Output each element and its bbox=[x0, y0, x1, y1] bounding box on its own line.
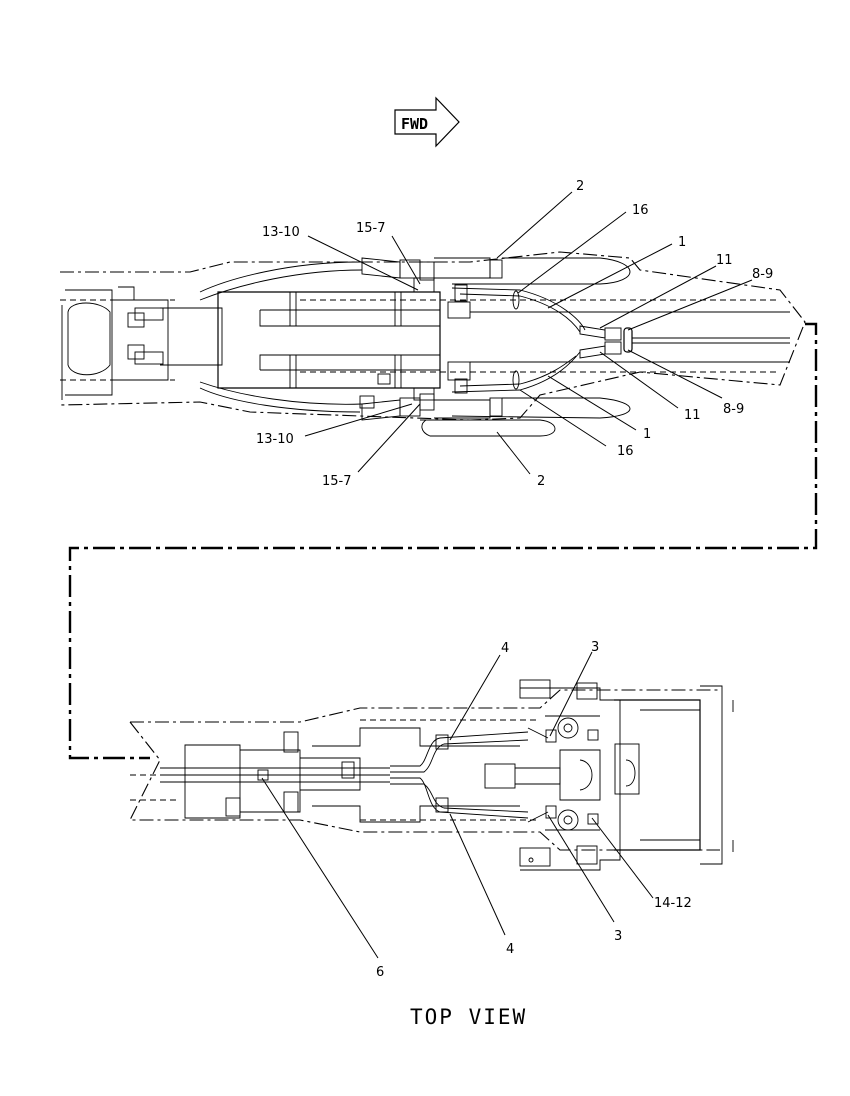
callout-3-top: 3 bbox=[591, 640, 599, 655]
callout-8-9-bottom: 8-9 bbox=[723, 402, 744, 417]
lower-callouts: 4 3 4 3 14-12 6 bbox=[376, 640, 692, 980]
lower-assembly-view bbox=[129, 679, 734, 871]
callout-2-top: 2 bbox=[576, 179, 584, 194]
callout-8-9-top: 8-9 bbox=[752, 267, 773, 282]
callout-14-12: 14-12 bbox=[654, 896, 692, 911]
continuation-line bbox=[68, 322, 818, 760]
callout-16-top: 16 bbox=[632, 203, 649, 218]
callout-2-bottom: 2 bbox=[537, 474, 545, 489]
callout-11-top: 11 bbox=[716, 253, 733, 268]
view-title: TOP VIEW bbox=[410, 1005, 527, 1029]
callout-16-bottom: 16 bbox=[617, 444, 634, 459]
upper-callouts: 2 16 1 11 8-9 15-7 13-10 13-10 15-7 2 16… bbox=[256, 179, 773, 489]
callout-15-7-bottom: 15-7 bbox=[322, 474, 352, 489]
callout-3-bottom: 3 bbox=[614, 929, 622, 944]
callout-13-10-bottom: 13-10 bbox=[256, 432, 294, 447]
callout-13-10-top: 13-10 bbox=[262, 225, 300, 240]
forward-arrow-icon: FWD bbox=[394, 96, 460, 148]
lower-leader-lines bbox=[261, 651, 654, 959]
callout-4-bottom: 4 bbox=[506, 942, 514, 957]
callout-1-bottom: 1 bbox=[643, 427, 651, 442]
callout-11-bottom: 11 bbox=[684, 408, 701, 423]
upper-leader-lines bbox=[304, 191, 753, 475]
fwd-label: FWD bbox=[401, 115, 428, 133]
callout-6: 6 bbox=[376, 965, 384, 980]
callout-15-7-top: 15-7 bbox=[356, 221, 386, 236]
callout-4-top: 4 bbox=[501, 641, 509, 656]
upper-assembly-view bbox=[59, 251, 806, 437]
callout-1-top: 1 bbox=[678, 235, 686, 250]
